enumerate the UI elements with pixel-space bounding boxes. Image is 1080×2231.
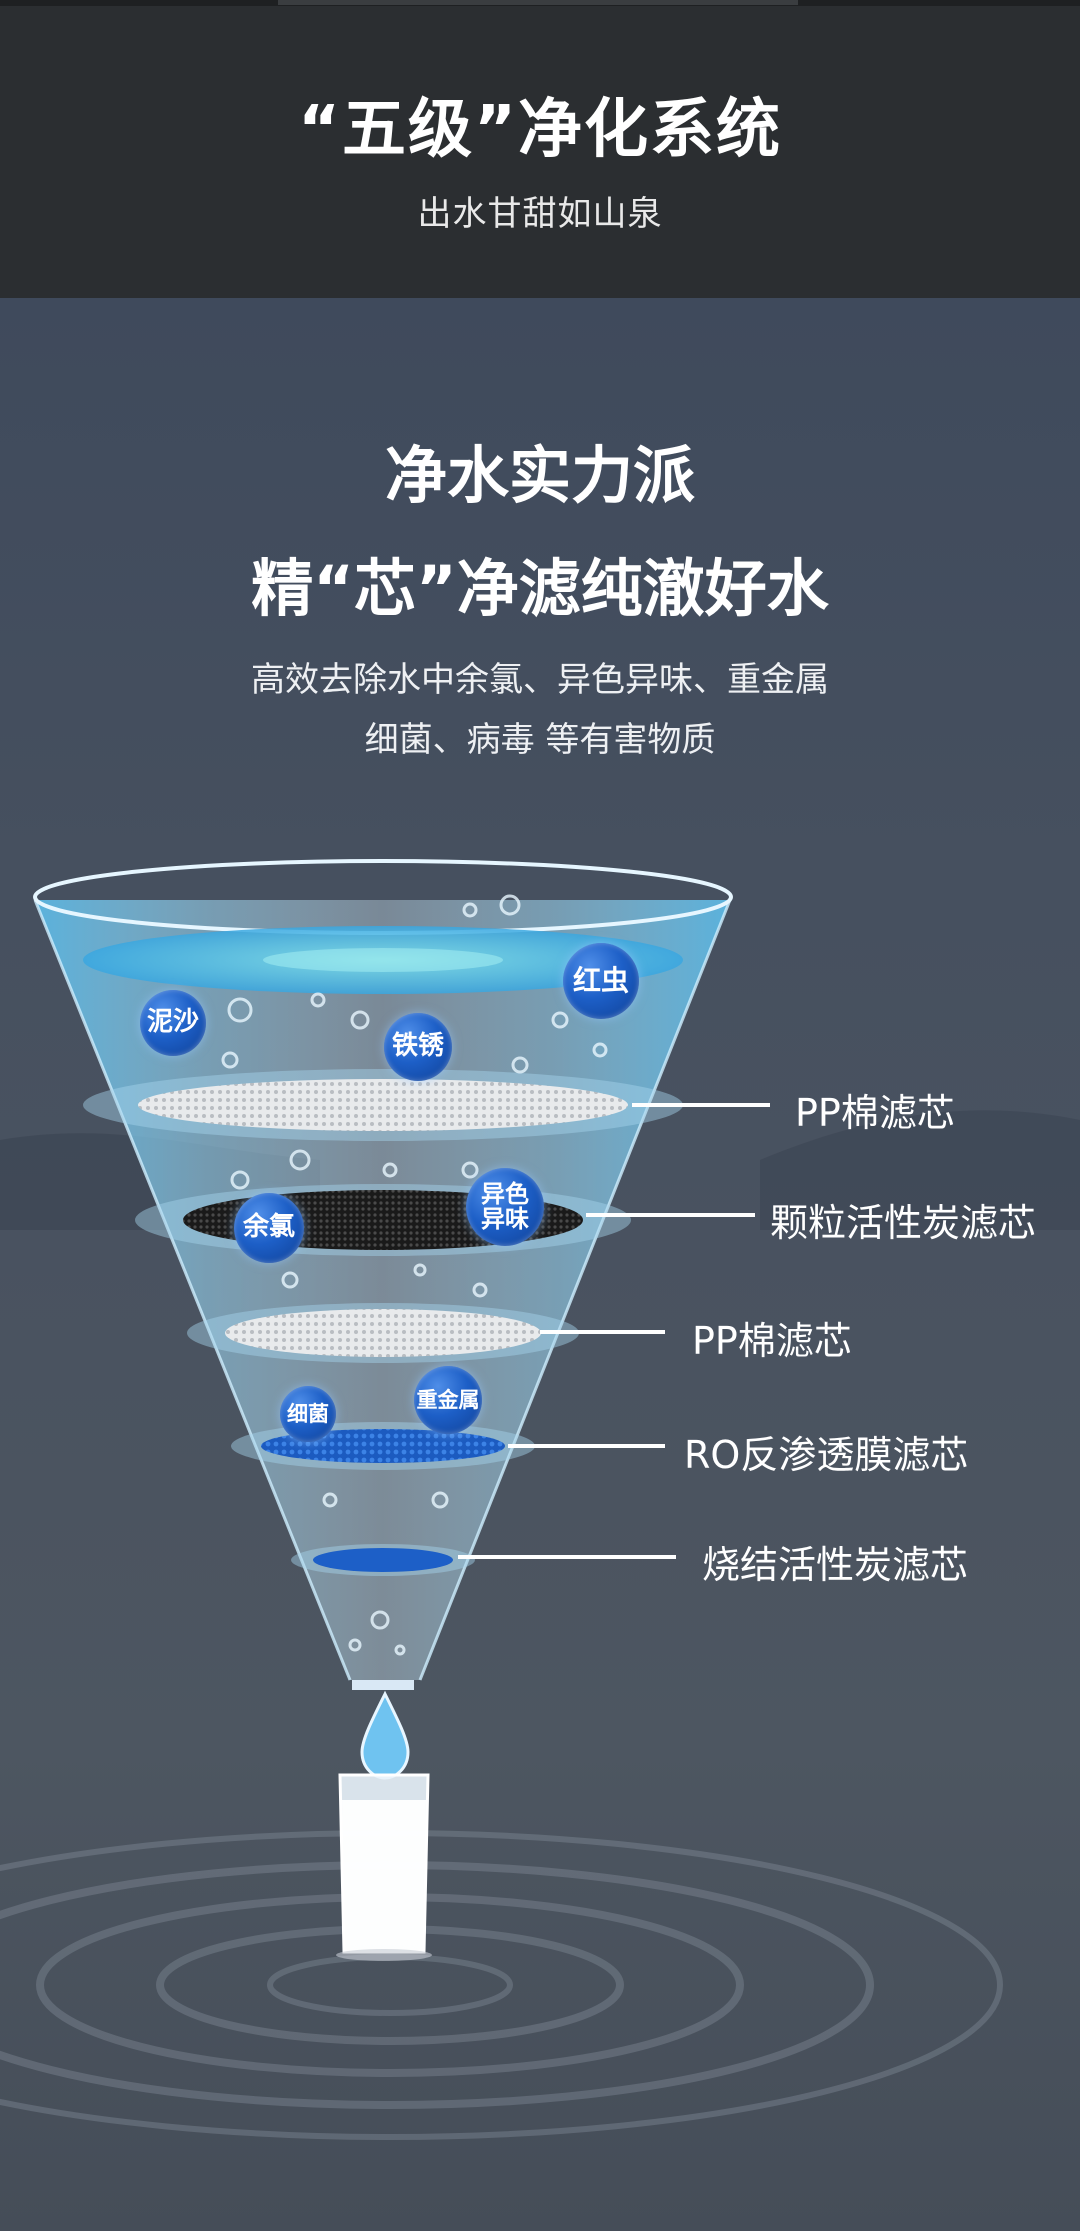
water-glass [336,1773,432,1961]
filter-label-pp-cotton-1: PP棉滤芯 [795,1091,955,1135]
water-drop [360,1690,410,1780]
sintered-carbon-filter [313,1548,453,1572]
filter-label-pp-cotton-2: PP棉滤芯 [692,1319,852,1363]
water-ripples [0,1830,1003,2140]
contaminant-red-worm: 红虫 [563,943,639,1019]
description-line-1: 高效去除水中余氯、异色异味、重金属 [251,660,829,700]
funnel-spout [352,1680,414,1690]
contaminant-bacteria: 细菌 [280,1386,336,1442]
filter-label-sintered-carbon: 烧结活性炭滤芯 [702,1543,969,1587]
description-line-2: 细菌、病毒 等有害物质 [364,720,716,760]
filter-label-granular-carbon: 颗粒活性炭滤芯 [770,1201,1037,1245]
header-title: “五级”净化系统 [297,93,783,167]
contaminant-color-odor: 异色异味 [466,1168,544,1246]
contaminant-residual-chlorine: 余氯 [234,1193,304,1263]
air-bubbles [221,894,608,1656]
background-hill-right [760,1110,1080,1230]
contaminant-heavy-metal: 重金属 [414,1366,482,1434]
filter-label-ro-membrane: RO反渗透膜滤芯 [684,1433,969,1477]
pp-cotton-filter-1 [138,1079,628,1131]
headline-primary: 净水实力派 [384,439,695,512]
contaminant-sediment: 泥沙 [140,990,206,1056]
headline-secondary: 精“芯”净滤纯澈好水 [251,552,829,625]
header-banner [0,0,1080,298]
header-subtitle: 出水甘甜如山泉 [417,194,663,234]
pp-cotton-filter-2 [225,1309,541,1357]
top-edge-highlight [278,0,798,5]
contaminant-rust: 铁锈 [384,1013,452,1081]
